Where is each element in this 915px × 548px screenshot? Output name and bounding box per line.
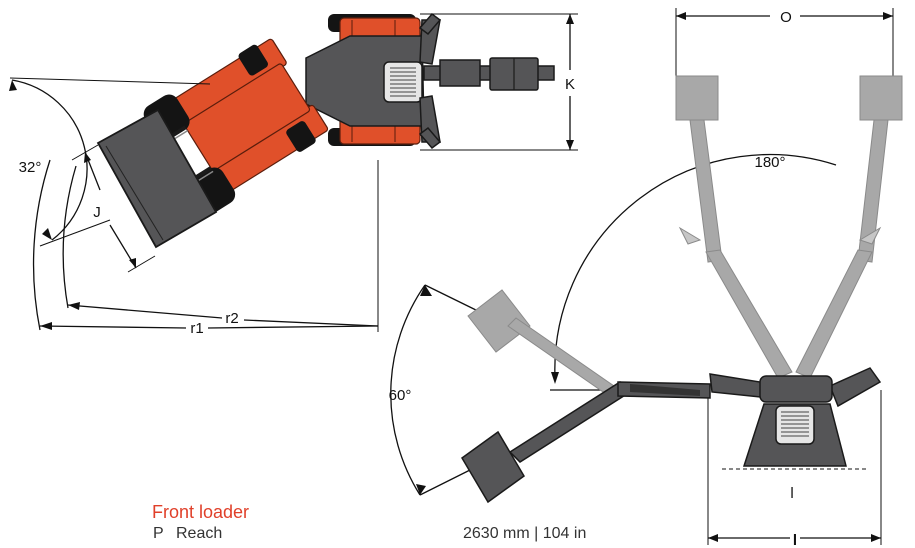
angle-label-60: 60° [389, 387, 412, 404]
spec-row: P Reach 2630 mm | 104 in [152, 525, 652, 547]
swing-machine-base [709, 367, 882, 467]
spec-name: Reach [176, 525, 223, 542]
dimension-label-l-bottom: l [793, 532, 797, 548]
dimension-label-o: O [780, 9, 792, 26]
dimension-label-j: J [93, 204, 101, 221]
spec-title: Front loader [152, 502, 250, 522]
spec-value: 2630 mm | 104 in [463, 525, 587, 542]
angle-label-180: 180° [754, 154, 785, 171]
dimension-label-k: K [565, 76, 575, 93]
swing-view-dimensions [390, 8, 894, 545]
top-view-dimensions [9, 13, 578, 332]
dimension-label-r2: r2 [225, 310, 238, 327]
angle-label-32: 32° [19, 159, 42, 176]
top-view-loader [96, 12, 555, 249]
spec-code: P [153, 525, 164, 542]
spec-block: Front loader P Reach 2630 mm | 104 in [152, 501, 652, 547]
ghost-arms [467, 75, 903, 395]
swing-arm [461, 381, 711, 504]
dimension-label-r1: r1 [190, 320, 203, 337]
dimension-label-l-lower: l [790, 485, 793, 502]
